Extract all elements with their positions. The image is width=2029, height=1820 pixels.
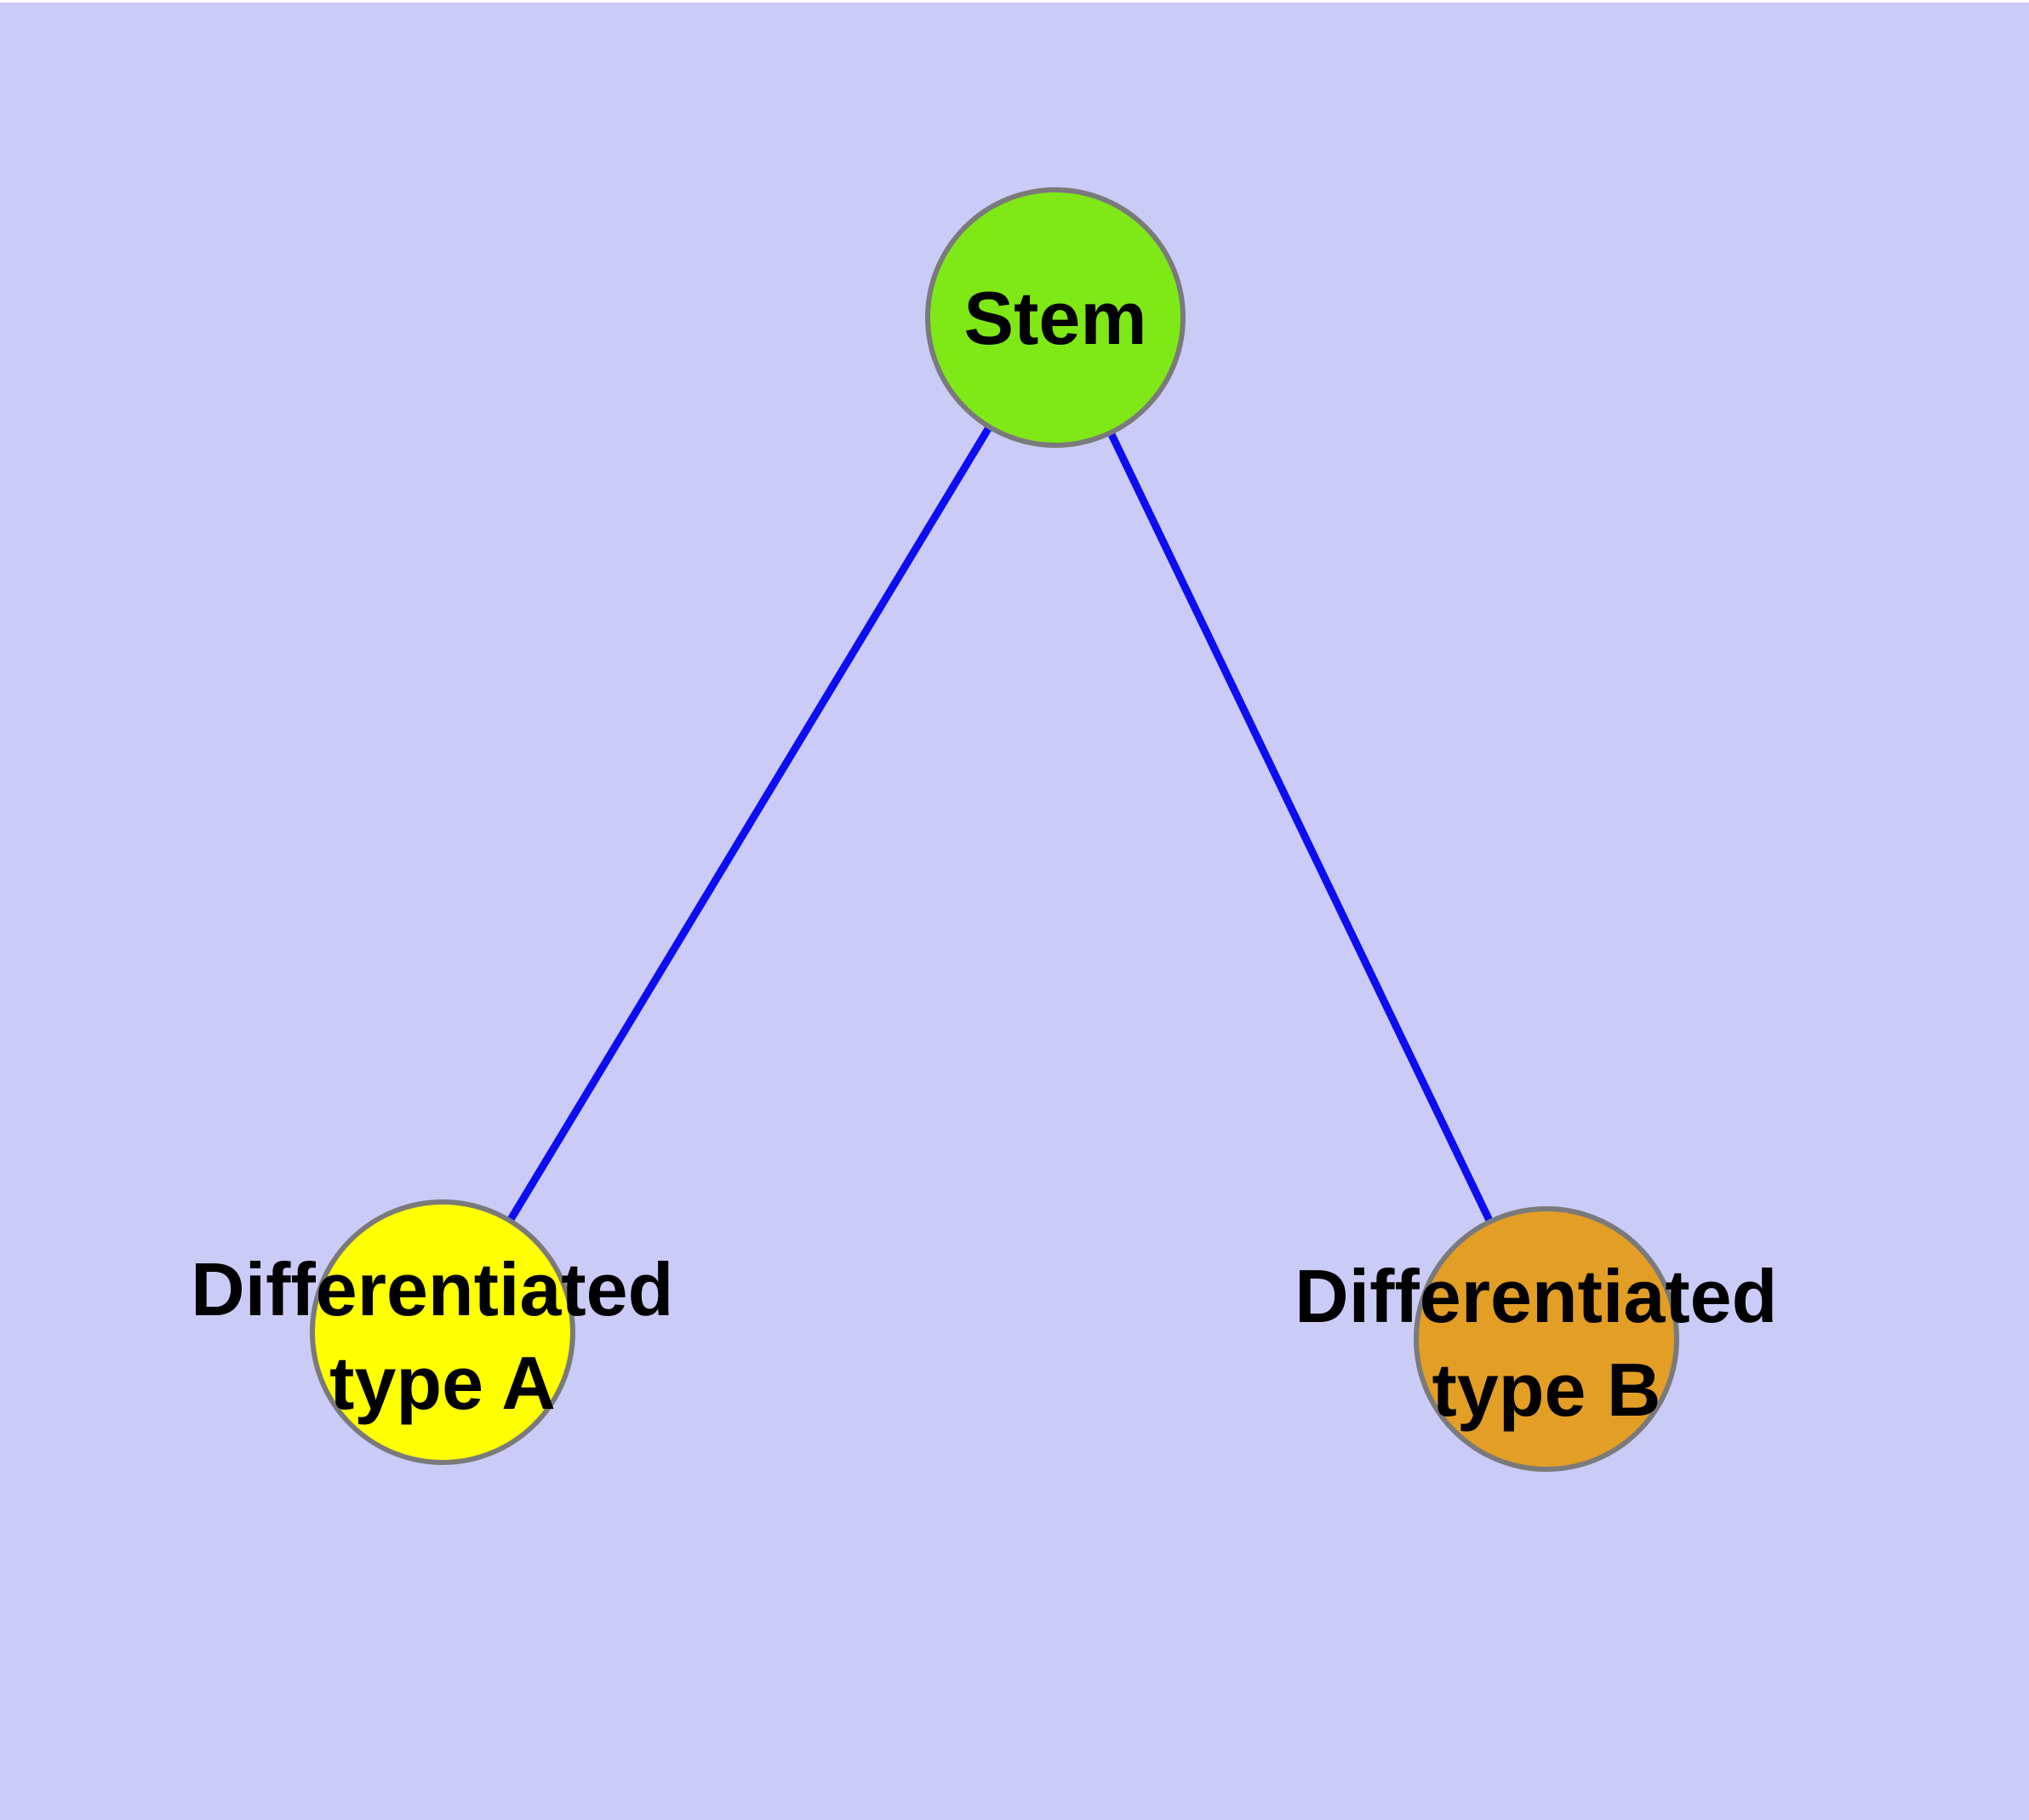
node-differentiated-type-b[interactable]: Differentiated type B <box>1295 1206 1798 1472</box>
node-type-a-label: Differentiated type A <box>191 1247 694 1425</box>
node-stem-circle[interactable] <box>925 187 1186 448</box>
cell-differentiation-diagram: Stem Differentiated type A Differentiate… <box>0 3 2029 1820</box>
node-type-a-circle[interactable] <box>310 1199 575 1465</box>
node-type-b-circle[interactable] <box>1414 1206 1679 1472</box>
node-stem-label: Stem <box>963 276 1146 360</box>
node-type-b-label-line2: type B <box>1432 1348 1661 1432</box>
node-differentiated-type-a[interactable]: Differentiated type A <box>191 1199 694 1465</box>
node-type-b-label-line1: Differentiated <box>1295 1254 1777 1338</box>
node-type-a-label-line2: type A <box>329 1341 556 1425</box>
node-type-a-label-line1: Differentiated <box>191 1247 673 1331</box>
edge-stem-to-type-b <box>1051 316 1551 1341</box>
top-edge-strip <box>0 0 2029 3</box>
node-stem[interactable]: Stem <box>925 187 1186 448</box>
node-type-b-label: Differentiated type B <box>1295 1254 1798 1432</box>
edge-stem-to-type-a <box>439 315 1059 1335</box>
